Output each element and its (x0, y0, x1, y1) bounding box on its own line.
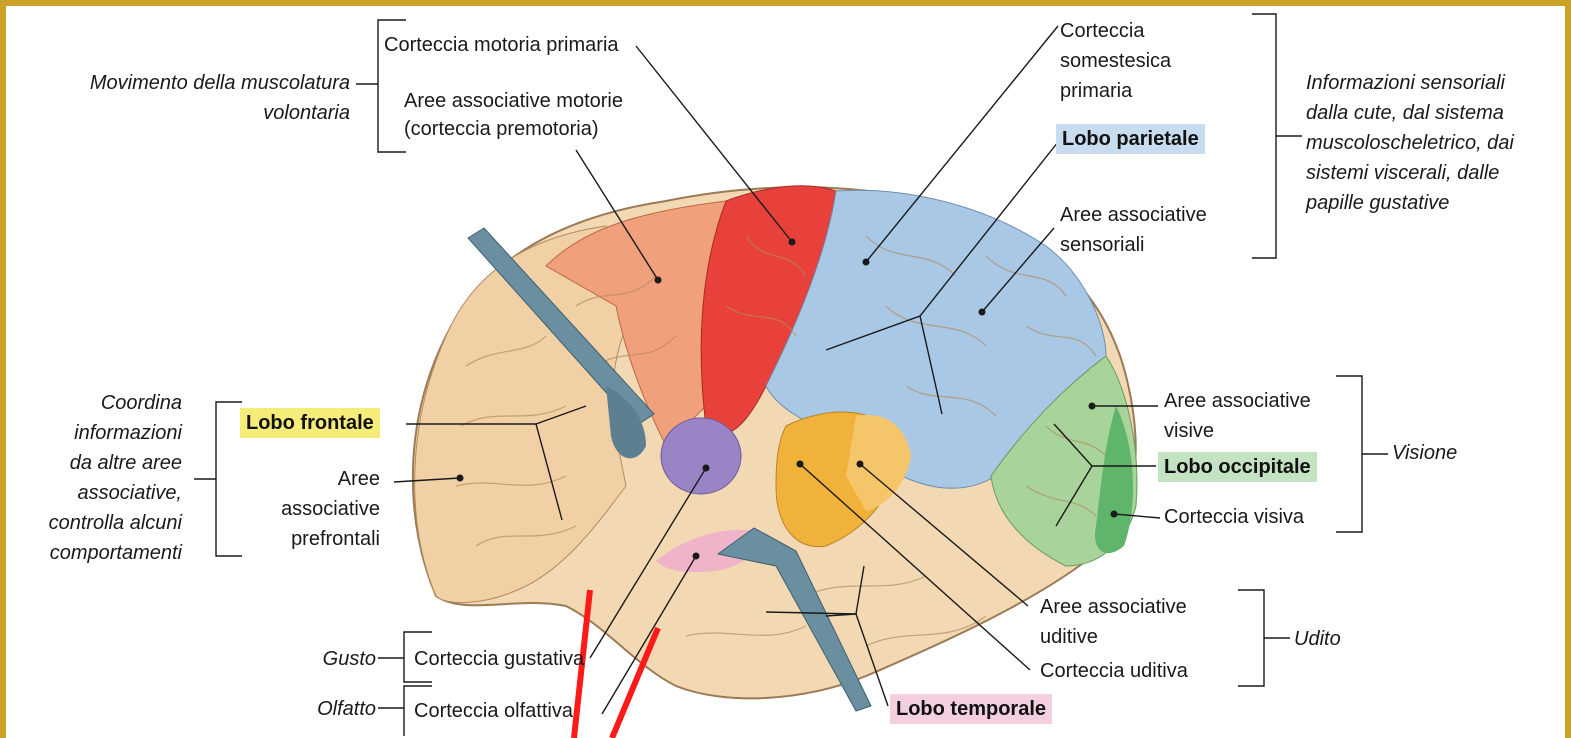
gustatory-region (661, 418, 741, 494)
visual-assoc-line1: Aree associative (1164, 386, 1311, 416)
lobe-occipital: Lobo occipitale (1158, 452, 1317, 482)
sensory-assoc-line1: Aree associative (1060, 200, 1207, 230)
lobe-parietal: Lobo parietale (1056, 124, 1205, 154)
sensory-function-line5: papille gustative (1306, 188, 1449, 218)
motor-function-label: Movimento della muscolatura volontaria (26, 68, 350, 128)
vision-label: Visione (1392, 438, 1457, 468)
primary-motor-label: Corteccia motoria primaria (384, 30, 619, 60)
motor-assoc-line2: (corteccia premotoria) (404, 114, 599, 144)
visual-cortex-label: Corteccia visiva (1164, 502, 1304, 532)
lobe-frontal: Lobo frontale (240, 408, 380, 438)
lobe-temporal: Lobo temporale (890, 694, 1052, 724)
olfactory-cortex-label: Corteccia olfattiva (414, 696, 573, 726)
smell-label: Olfatto (286, 694, 376, 724)
auditory-assoc-line2: uditive (1040, 622, 1098, 652)
frontal-function-line3: da altre aree (6, 448, 182, 478)
sensory-function-line2: dalla cute, dal sistema (1306, 98, 1504, 128)
frontal-function-line5: controlla alcuni (6, 508, 182, 538)
prefrontal-line3: prefrontali (246, 524, 380, 554)
gustatory-cortex-label: Corteccia gustativa (414, 644, 584, 674)
frontal-function-line1: Coordina (6, 388, 182, 418)
visual-assoc-line2: visive (1164, 416, 1214, 446)
sensory-function-line1: Informazioni sensoriali (1306, 68, 1505, 98)
auditory-assoc-line1: Aree associative (1040, 592, 1187, 622)
motor-assoc-line1: Aree associative motorie (404, 86, 623, 116)
sensory-function-line3: muscoloscheletrico, dai (1306, 128, 1514, 158)
taste-label: Gusto (286, 644, 376, 674)
hearing-label: Udito (1294, 624, 1341, 654)
somesthetic-line1: Corteccia (1060, 16, 1144, 46)
figure-frame: Movimento della muscolatura volontaria C… (6, 6, 1565, 738)
sensory-assoc-line2: sensoriali (1060, 230, 1144, 260)
auditory-cortex-label: Corteccia uditiva (1040, 656, 1188, 686)
frontal-function-line4: associative, (6, 478, 182, 508)
prefrontal-line2: associative (246, 494, 380, 524)
prefrontal-line1: Aree (246, 464, 380, 494)
frontal-function-line2: informazioni (6, 418, 182, 448)
somesthetic-line2: somestesica (1060, 46, 1171, 76)
frontal-function-line6: comportamenti (6, 538, 182, 568)
somesthetic-line3: primaria (1060, 76, 1132, 106)
sensory-function-line4: sistemi viscerali, dalle (1306, 158, 1499, 188)
